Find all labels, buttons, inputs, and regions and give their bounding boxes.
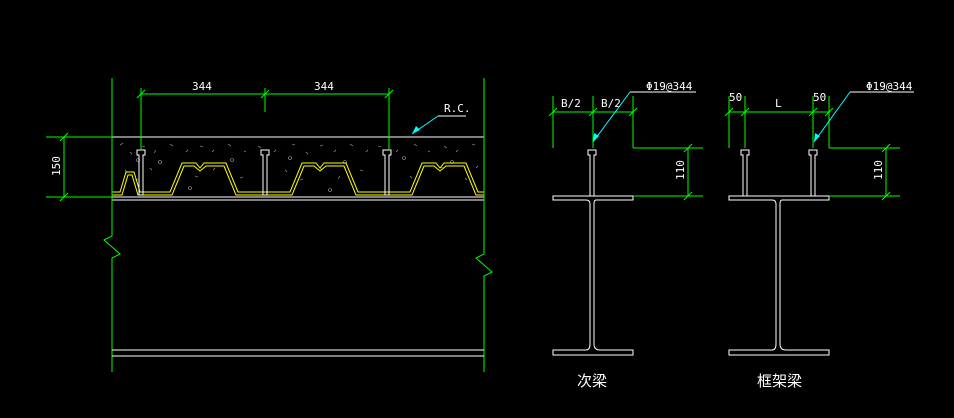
rc-leader (411, 115, 466, 135)
dim-stud-height-frame (829, 143, 900, 201)
frame-beam-detail: 50 L 50 Φ19@344 110 框架梁 (724, 80, 914, 390)
dim-half-width-left-text: B/2 (561, 97, 581, 110)
dim-spacing-text: L (775, 97, 782, 110)
dim-half-width (548, 96, 638, 148)
stud-spec-secondary: Φ19@344 (646, 80, 693, 93)
stud-leader-frame (813, 91, 914, 143)
slab-section: 344 344 150 R.C. (46, 78, 493, 372)
stud-secondary (587, 149, 597, 197)
dim-slab-height-text: 150 (50, 156, 63, 176)
break-line-left (103, 78, 121, 372)
shear-stud-1 (136, 149, 146, 196)
dim-edge-left-text: 50 (729, 91, 742, 104)
i-beam-frame (728, 195, 830, 356)
dim-slab-height (46, 132, 112, 202)
stud-spec-frame: Φ19@344 (866, 80, 913, 93)
stud-frame-left (740, 149, 750, 197)
dim-edge-right-text: 50 (813, 91, 826, 104)
stud-leader-secondary (592, 91, 696, 143)
dim-stud-height-secondary (633, 143, 703, 201)
concrete-slab (111, 136, 485, 198)
dim-half-width-right-text: B/2 (601, 97, 621, 110)
caption-frame-beam: 框架梁 (757, 372, 802, 390)
shear-stud-3 (382, 149, 392, 196)
steel-deck (112, 162, 484, 193)
dim-stud-height-frame-text: 110 (872, 160, 885, 180)
break-line-right (475, 78, 493, 372)
dim-rib-spacing-1-text: 344 (192, 80, 212, 93)
secondary-beam-detail: B/2 B/2 Φ19@344 110 次梁 (548, 80, 703, 390)
label-concrete: R.C. (444, 102, 471, 115)
dim-rib-spacing (136, 88, 394, 150)
steel-deck-inner (112, 165, 484, 196)
dim-rib-spacing-2-text: 344 (314, 80, 334, 93)
i-beam-secondary (552, 195, 634, 356)
stud-frame-right (808, 149, 818, 197)
caption-secondary-beam: 次梁 (577, 372, 607, 390)
dim-stud-height-secondary-text: 110 (674, 160, 687, 180)
shear-stud-2 (260, 149, 270, 196)
